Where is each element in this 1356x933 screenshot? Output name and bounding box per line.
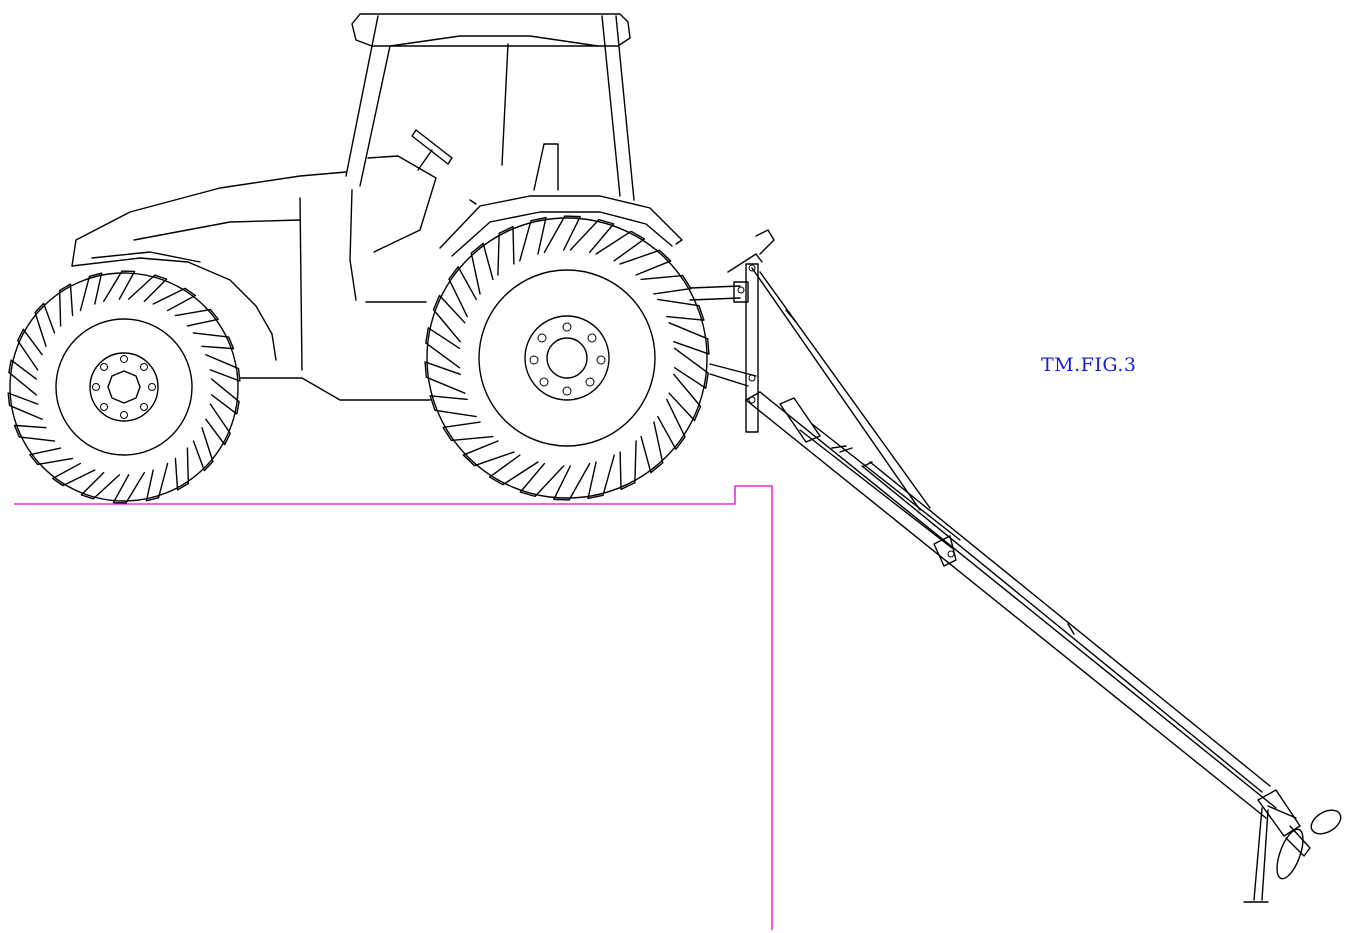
tire-lug	[668, 322, 710, 355]
tire-lug	[448, 266, 477, 318]
tire-lug	[16, 328, 43, 371]
tire-lug	[640, 421, 664, 474]
tire-lug	[192, 332, 235, 350]
tire-lug	[7, 392, 43, 420]
tire-lug	[587, 454, 615, 500]
tire-lug	[210, 378, 240, 415]
tire-lug	[34, 302, 56, 347]
tire-lug	[673, 347, 709, 389]
tractor-body	[71, 13, 741, 401]
tire-lug	[488, 454, 539, 486]
tire-lug	[619, 440, 637, 491]
figure-label: TM.FIG.3	[1041, 354, 1137, 376]
tire-lug	[619, 249, 672, 276]
tire-lug	[102, 270, 136, 303]
tire-lug	[470, 242, 494, 295]
tire-lug	[8, 359, 38, 396]
tire-lug	[79, 272, 103, 312]
tire-lug	[497, 225, 515, 276]
tire-lug	[569, 218, 615, 254]
tire-lug	[174, 308, 219, 327]
tire-lug	[519, 216, 547, 262]
tire-lug	[553, 462, 591, 501]
tire-lug	[424, 361, 466, 394]
tire-lug	[205, 403, 232, 446]
mounting-frame	[709, 229, 931, 511]
tire-lug	[152, 287, 197, 312]
tire-lug	[462, 440, 515, 467]
tire-lug	[127, 274, 168, 303]
tire-lug	[432, 294, 466, 343]
tire-lug	[13, 424, 56, 442]
tire-lug	[80, 471, 121, 500]
tire-lug	[29, 447, 74, 466]
tire-lug	[519, 462, 565, 498]
tire-lug	[145, 462, 169, 502]
tire-lug	[112, 471, 146, 504]
mixer-boom	[745, 391, 1342, 903]
tire-lug	[192, 427, 214, 472]
tire-lug	[543, 215, 581, 254]
rear-wheel	[424, 215, 710, 501]
tire-lug	[51, 462, 96, 487]
tire-lug	[668, 373, 702, 422]
tire-lug	[58, 283, 74, 327]
tire-lug	[657, 398, 686, 450]
tire-lug	[425, 327, 461, 369]
ground-line	[14, 485, 773, 930]
tire-lug	[174, 447, 190, 491]
tire-lug	[640, 274, 692, 295]
tire-lug	[657, 298, 705, 321]
tire-lug	[205, 354, 241, 382]
tire-lug	[429, 395, 477, 418]
tire-lug	[442, 421, 494, 442]
tire-lug	[595, 230, 646, 262]
front-wheel	[7, 270, 241, 504]
